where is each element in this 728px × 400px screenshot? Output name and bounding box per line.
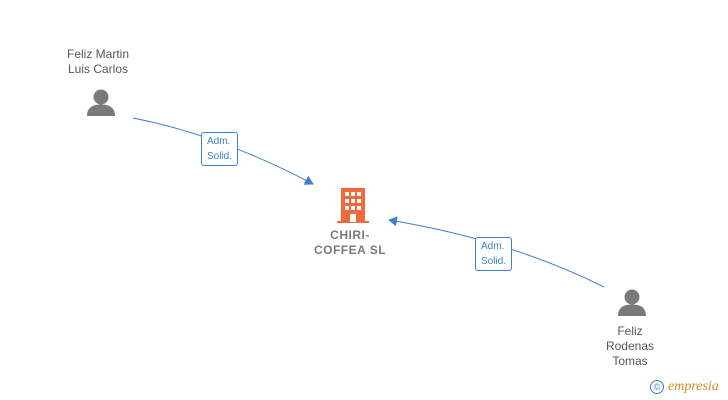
brand-logo: © empresia [650, 379, 719, 395]
edge-role-label: Adm. Solid. [475, 237, 513, 271]
person-name-top[interactable]: Feliz Martin Luis Carlos [66, 47, 129, 76]
brand-name: empresia [668, 379, 719, 394]
copyright-icon: © [650, 380, 664, 394]
person-icon[interactable] [87, 89, 115, 117]
person-icon[interactable] [618, 289, 646, 317]
company-name[interactable]: CHIRI- COFFEA SL [313, 228, 387, 257]
person-name-bottom[interactable]: Feliz Rodenas Tomas [605, 324, 655, 368]
company-building-icon[interactable] [337, 188, 369, 223]
edge-role-label: Adm. Solid. [201, 132, 239, 166]
